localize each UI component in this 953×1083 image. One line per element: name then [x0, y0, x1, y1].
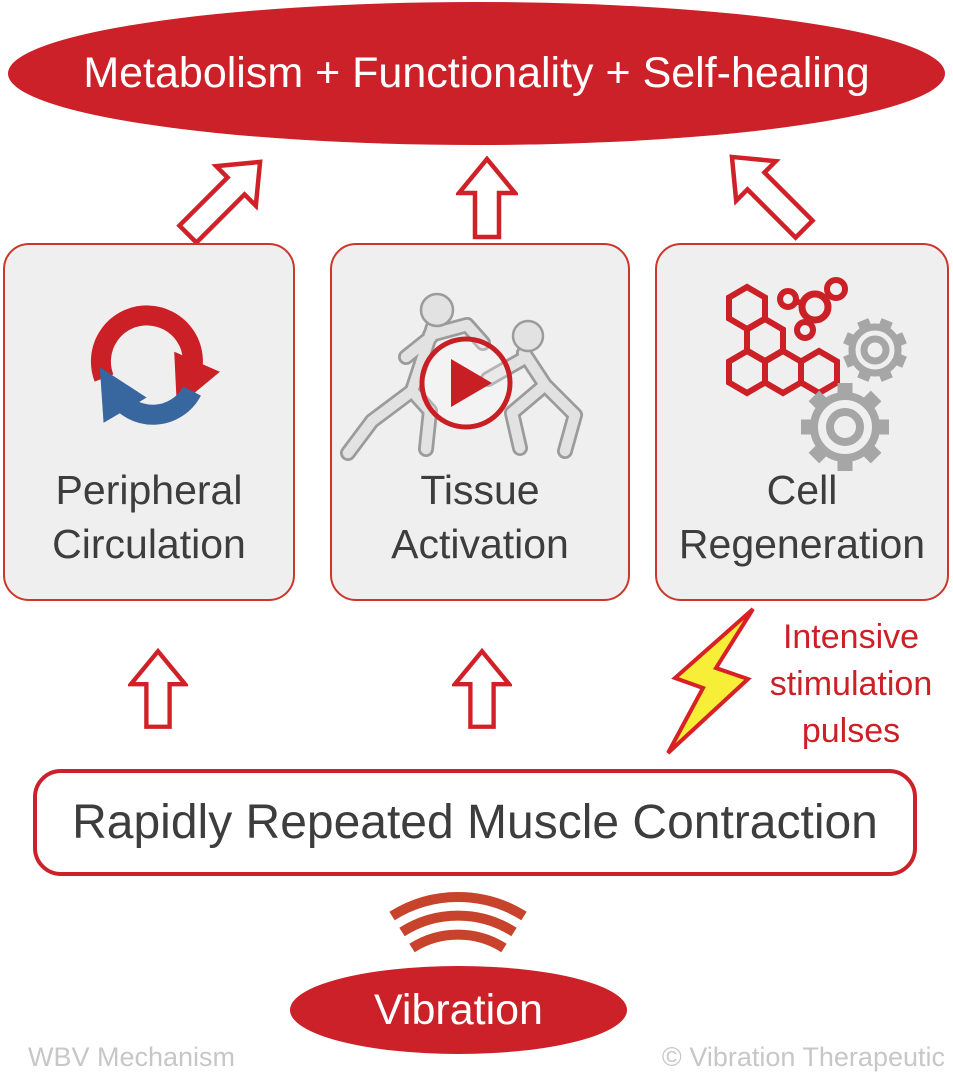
diagram-title-watermark: WBV Mechanism — [28, 1042, 236, 1072]
gear-small-icon — [843, 318, 907, 382]
muscle-contraction-label: Rapidly Repeated Muscle Contraction — [72, 796, 878, 849]
stimulation-note-line: Intensive — [782, 618, 920, 656]
play-button-icon[interactable] — [419, 336, 513, 430]
muscle-contraction-box: Rapidly Repeated Muscle Contraction — [33, 769, 917, 876]
gear-large-icon — [801, 383, 889, 471]
molecule-and-gears-icon — [726, 277, 907, 471]
mechanism-label: Peripheral Circulation — [52, 466, 246, 567]
lightning-bolt-icon — [666, 607, 755, 755]
arrow-up-right-icon — [175, 150, 271, 246]
mechanism-box-tissue-activation: Tissue Activation — [330, 243, 630, 601]
arrow-up-left-icon — [720, 145, 816, 241]
copyright-text: © Vibration Therapeutic — [661, 1042, 945, 1072]
stimulation-note: Intensive stimulation pulses — [756, 614, 946, 755]
stimulation-note-line: pulses — [801, 712, 901, 750]
mechanism-box-peripheral-circulation: Peripheral Circulation — [3, 243, 295, 601]
arrow-up-icon — [128, 648, 188, 730]
outcome-label: Metabolism + Functionality + Self-healin… — [83, 49, 870, 97]
vibration-label: Vibration — [374, 985, 543, 1034]
vibration-waves-icon — [389, 892, 527, 953]
stimulation-note-line: stimulation — [769, 665, 933, 703]
arrow-up-icon — [452, 648, 512, 730]
mechanism-label: Tissue Activation — [391, 466, 569, 567]
mechanism-label: Cell Regeneration — [678, 466, 926, 567]
vibration-ellipse: Vibration — [290, 966, 627, 1054]
outcome-ellipse: Metabolism + Functionality + Self-healin… — [8, 2, 945, 145]
circulation-cycle-icon — [90, 305, 220, 425]
exercise-figures-icon — [340, 292, 583, 461]
arrow-up-icon — [455, 156, 519, 240]
mechanism-box-cell-regeneration: Cell Regeneration — [655, 243, 949, 601]
